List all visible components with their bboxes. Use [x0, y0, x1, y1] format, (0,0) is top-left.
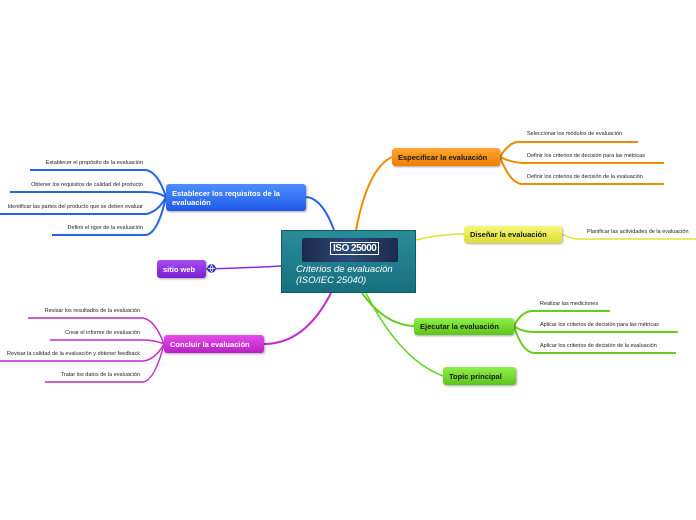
topic-concluir[interactable]: Concluir la evaluación — [164, 335, 264, 353]
topic-ejecutar[interactable]: Ejecutar la evaluación — [414, 318, 514, 335]
branch-establecer — [305, 196, 335, 231]
connector-concluir-3 — [0, 343, 165, 362]
connector-ejecutar-2 — [513, 325, 678, 333]
connector-especificar-2 — [499, 156, 664, 164]
subtopic-disenar-1[interactable]: Planificar las actividades de la evaluac… — [587, 229, 689, 235]
subtopic-especificar-2[interactable]: Definir los criterios de decisión para l… — [527, 153, 645, 159]
connector-establecer-4 — [52, 196, 167, 236]
branch-disenar — [415, 233, 465, 241]
iso-logo: ISO 25000 — [302, 238, 398, 262]
subtopic-ejecutar-3[interactable]: Aplicar los criterios de decisión de la … — [540, 343, 657, 349]
branch-especificar — [355, 156, 393, 231]
subtopic-establecer-3[interactable]: Identificar las partes del producto que … — [7, 204, 143, 210]
branch-concluir — [263, 292, 332, 345]
topic-disenar[interactable]: Diseñar la evaluación — [464, 226, 562, 243]
connector-establecer-2 — [10, 191, 167, 198]
connector-ejecutar-3 — [513, 325, 676, 354]
branch-ejecutar — [361, 292, 415, 327]
subtopic-concluir-4[interactable]: Tratar los datos de la evaluación — [60, 372, 140, 378]
subtopic-ejecutar-2[interactable]: Aplicar los criterios de decisión para l… — [540, 322, 659, 328]
subtopic-especificar-1[interactable]: Seleccionar los módulos de evaluación — [527, 131, 623, 137]
subtopic-concluir-2[interactable]: Crear el informe de evaluación — [65, 330, 140, 336]
connector-establecer-1 — [30, 169, 167, 198]
connector-especificar-3 — [499, 156, 664, 185]
connector-especificar-1 — [499, 140, 638, 158]
connector-disenar-1 — [561, 233, 696, 240]
branch-topic-principal — [365, 292, 444, 377]
subtopic-concluir-3[interactable]: Revisar la calidad de la evaluación y ob… — [7, 351, 140, 357]
topic-sitio-web[interactable]: sitio web — [157, 260, 206, 278]
subtopic-especificar-3[interactable]: Definir los criterios de decisión de la … — [527, 174, 643, 180]
topic-establecer[interactable]: Establecer los requisitos de la evaluaci… — [166, 184, 306, 211]
globe-link-icon[interactable] — [207, 264, 216, 273]
subtopic-establecer-4[interactable]: Definir el rigor de la evaluación — [67, 225, 143, 231]
topic-especificar[interactable]: Especificar la evaluación — [392, 148, 500, 166]
connector-establecer-3 — [0, 196, 167, 215]
connector-concluir-1 — [28, 317, 165, 345]
central-topic[interactable]: ISO 25000 Criterios de evaluación (ISO/I… — [281, 230, 416, 293]
iso-logo-text: ISO 25000 — [330, 242, 380, 255]
branch-sitio-web — [205, 265, 282, 270]
subtopic-establecer-1[interactable]: Establecer el propósito de la evaluación — [45, 160, 143, 166]
central-topic-title: Criterios de evaluación (ISO/IEC 25040) — [296, 264, 393, 286]
connector-concluir-4 — [45, 343, 165, 383]
subtopic-establecer-2[interactable]: Obtener los requisitos de calidad del pr… — [31, 182, 143, 188]
connector-ejecutar-1 — [513, 309, 610, 327]
subtopic-ejecutar-1[interactable]: Realizar las mediciones — [540, 301, 599, 307]
subtopic-concluir-1[interactable]: Revisar los resultados de la evaluación — [44, 308, 140, 314]
connector-concluir-2 — [50, 339, 165, 345]
topic-principal[interactable]: Topic principal — [443, 367, 516, 385]
